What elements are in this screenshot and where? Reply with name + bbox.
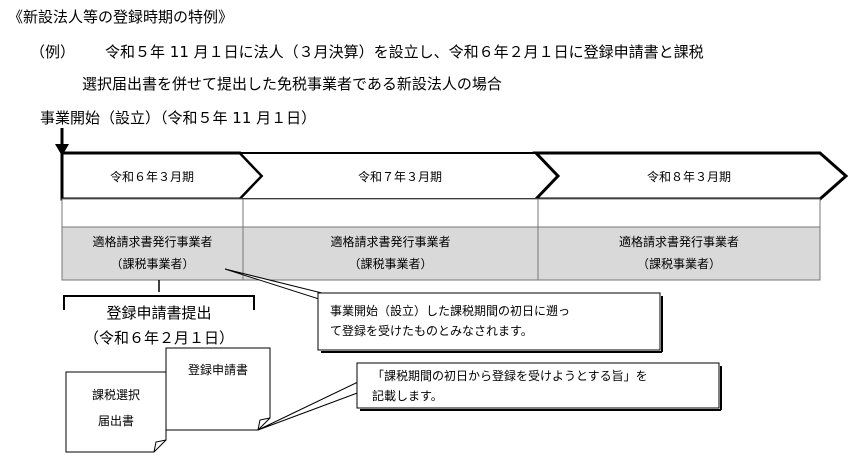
callout-1-line1: 事業開始（設立）した課税期間の初日に遡っ xyxy=(330,304,571,318)
example-line-1: （例） 令和５年 11 月１日に法人（３月決算）を設立し、令和６年２月１日に登録申… xyxy=(30,41,704,62)
diagram-title: 《新設法人等の登録時期の特例》 xyxy=(8,8,234,26)
election-doc-shape xyxy=(65,371,167,453)
status-cell-2: 適格請求書発行事業者 （課税事業者） xyxy=(243,231,538,275)
business-start-label: 事業開始（設立）（令和５年 11 月１日） xyxy=(40,109,317,127)
status-2-line2: （課税事業者） xyxy=(348,257,433,271)
callout-1-text: 事業開始（設立）した課税期間の初日に遡っ て登録を受けたものとみなされます。 xyxy=(330,301,656,341)
application-title: 登録申請書提出 xyxy=(106,304,212,322)
callout-2-line1: 「課税期間の初日から登録を受けようとする旨」を xyxy=(372,369,648,383)
status-3-line1: 適格請求書発行事業者 xyxy=(618,235,739,249)
election-doc-label: 課税選択 届出書 xyxy=(66,382,166,434)
period-label-1: 令和６年３月期 xyxy=(109,170,194,184)
status-3-line2: （課税事業者） xyxy=(636,257,721,271)
registration-doc-label: 登録申請書 xyxy=(187,363,248,377)
callout-2-line2: 記載します。 xyxy=(372,389,443,403)
blank-row xyxy=(61,198,821,228)
callout-2-text: 「課税期間の初日から登録を受けようとする旨」を 記載します。 xyxy=(372,366,716,406)
period-label-3: 令和８年３月期 xyxy=(646,170,731,184)
callout-2-box xyxy=(356,362,720,409)
status-1-line2: （課税事業者） xyxy=(110,257,195,271)
start-arrow-head xyxy=(55,144,69,156)
election-doc-line1: 課税選択 xyxy=(91,388,140,402)
application-date: （令和６年２月１日） xyxy=(83,329,234,347)
example-text-1: 令和５年 11 月１日に法人（３月決算）を設立し、令和６年２月１日に登録申請書と… xyxy=(105,43,704,61)
callout-1-box xyxy=(317,292,661,351)
callout-2-pointer xyxy=(257,380,361,431)
election-doc-line2: 届出書 xyxy=(97,414,134,428)
status-1-line1: 適格請求書発行事業者 xyxy=(92,235,213,249)
period-label-2: 令和７年３月期 xyxy=(357,170,442,184)
example-label: （例） xyxy=(30,43,76,61)
status-cell-3: 適格請求書発行事業者 （課税事業者） xyxy=(538,231,820,275)
callout-1-line2: て登録を受けたものとみなされます。 xyxy=(330,324,533,338)
application-bracket xyxy=(63,295,255,310)
status-2-line1: 適格請求書発行事業者 xyxy=(330,235,451,249)
example-line-2: 選択届出書を併せて提出した免税事業者である新設法人の場合 xyxy=(82,75,502,93)
status-row xyxy=(61,226,821,281)
status-cell-1: 適格請求書発行事業者 （課税事業者） xyxy=(62,231,243,275)
